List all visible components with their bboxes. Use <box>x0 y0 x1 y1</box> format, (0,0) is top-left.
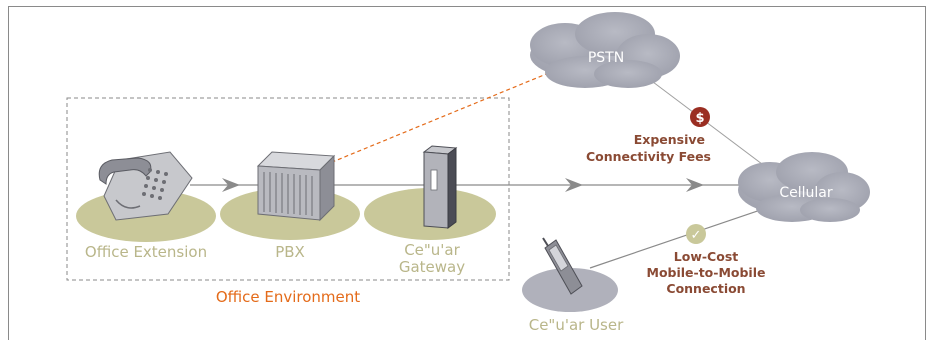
mobile-phone-icon <box>542 237 583 295</box>
gateway-label-line2: Gateway <box>399 258 465 276</box>
office-environment-label: Office Environment <box>216 288 360 306</box>
office-extension-label: Office Extension <box>85 243 207 261</box>
gateway-label-line1: Ce"u'ar <box>404 241 460 259</box>
cellular-user-label: Ce"u'ar User <box>529 316 624 334</box>
lowcost-line3: Connection <box>666 281 745 296</box>
gateway-tower-icon <box>422 145 458 229</box>
arrow-icon <box>222 178 240 192</box>
dollar-badge-icon: $ <box>690 107 710 127</box>
office-environment-box <box>66 97 510 281</box>
fees-line1: Expensive <box>634 132 705 147</box>
cellular-cloud-label: Cellular <box>779 185 833 201</box>
diagram-frame <box>8 6 926 340</box>
pstn-cellular-line <box>652 81 771 171</box>
desk-phone-icon <box>98 151 193 221</box>
check-badge-icon: ✓ <box>686 224 706 244</box>
pstn-cloud <box>530 12 680 88</box>
arrow-icon <box>565 178 583 192</box>
lowcost-line2: Mobile-to-Mobile <box>647 265 766 280</box>
dollar-symbol: $ <box>695 111 704 126</box>
cellular-cloud <box>738 152 870 222</box>
check-symbol: ✓ <box>691 228 702 243</box>
fees-line2: Connectivity Fees <box>586 149 711 164</box>
pstn-label: PSTN <box>588 50 624 66</box>
arrow-icon <box>686 178 704 192</box>
pbx-server-icon <box>256 151 336 222</box>
user-cellular-line <box>589 204 776 269</box>
pbx-label: PBX <box>275 243 305 261</box>
lowcost-line1: Low-Cost <box>674 249 738 264</box>
